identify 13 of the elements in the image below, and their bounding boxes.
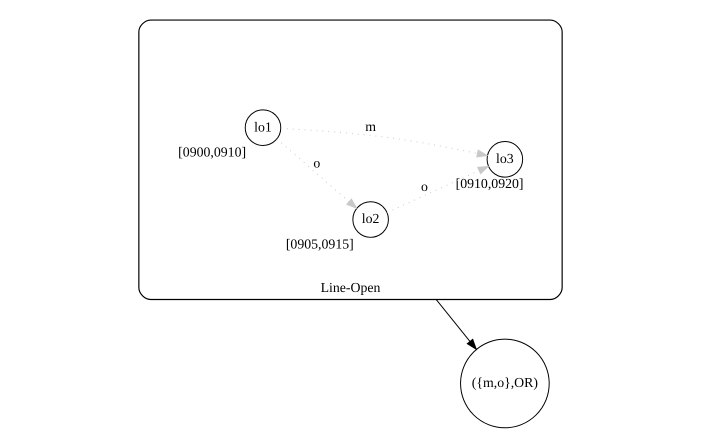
arrow: [436, 299, 478, 350]
node-circle: lo2: [352, 201, 389, 238]
arrow: [280, 128, 489, 158]
node-circle: lo1: [244, 109, 282, 146]
node-label: [0910,0920]: [456, 176, 524, 192]
edge-label: o: [421, 179, 428, 194]
arrow: [386, 166, 490, 213]
node-label: [0900,0910]: [178, 144, 246, 160]
node-label: [0905,0915]: [286, 236, 354, 252]
node-circle: lo3: [486, 141, 524, 178]
edge-label: o: [313, 155, 320, 170]
arrow: [276, 138, 358, 210]
edge-label: m: [365, 118, 376, 134]
